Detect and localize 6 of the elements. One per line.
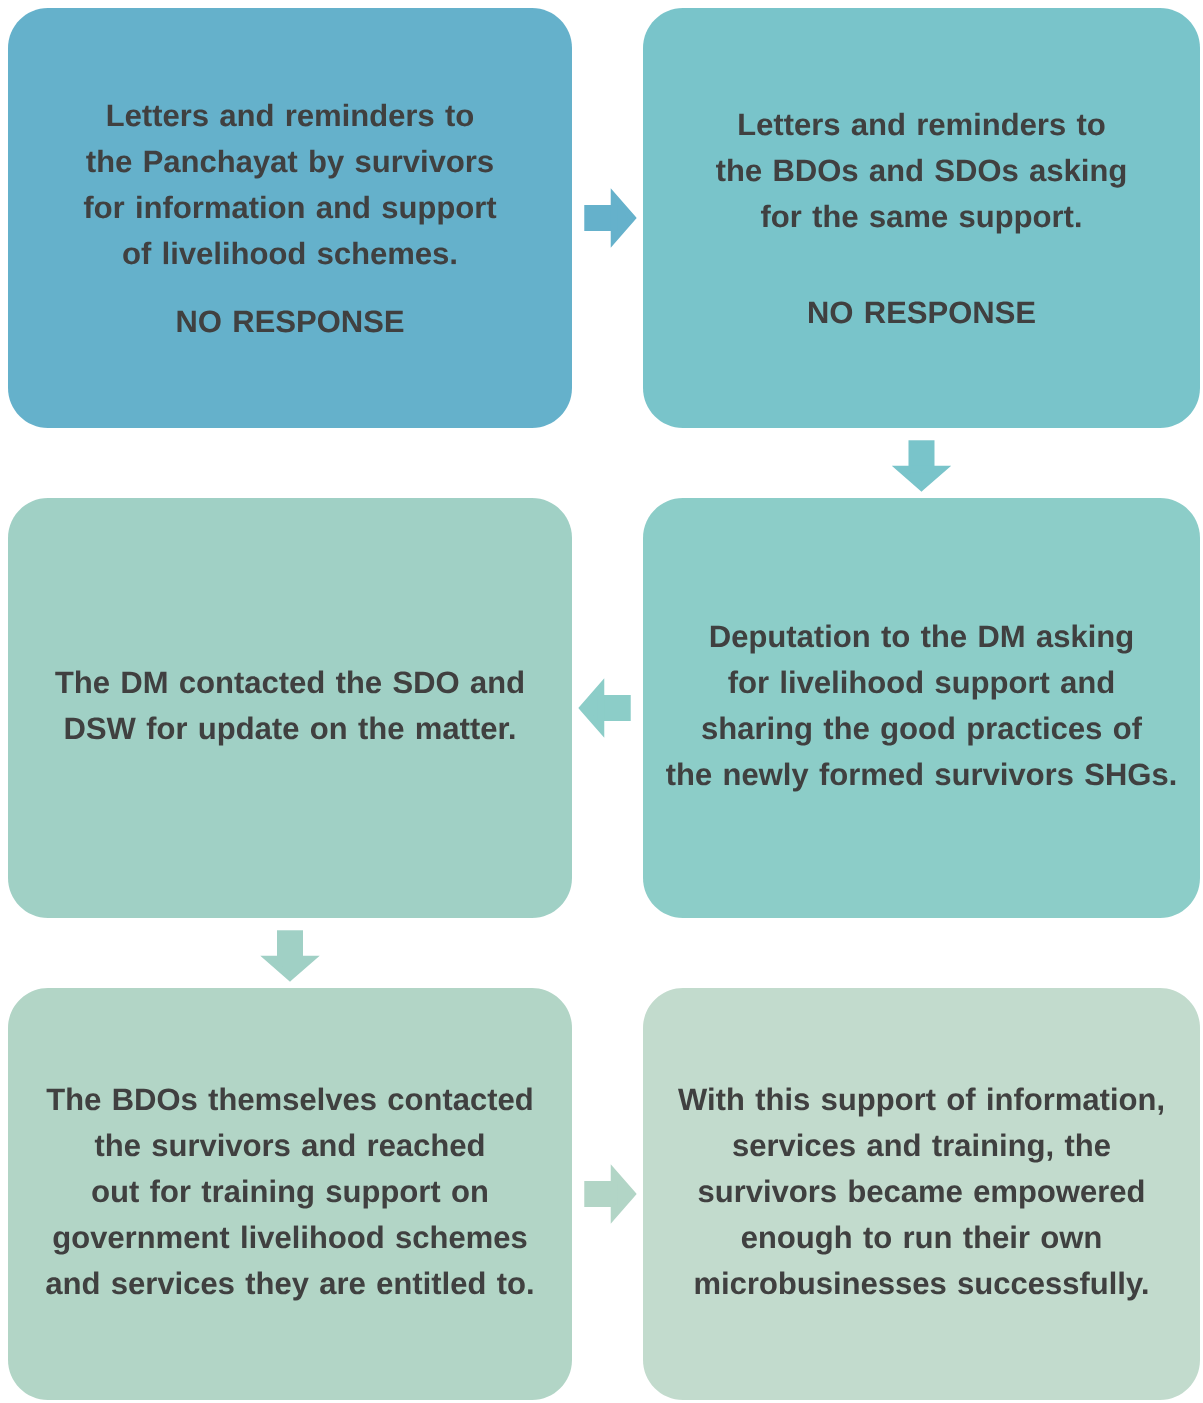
process-box: With this support of information, services and training, the survivors became empowered enough to run their own microbusinesses successfully. — [643, 988, 1200, 1400]
process-box: Letters and reminders to the BDOs and SDOs asking for the same support. NO RESPONSE — [643, 8, 1200, 428]
process-box: Letters and reminders to the Panchayat by survivors for information and support of livelihood schemes. NO RESPONSE — [8, 8, 572, 428]
process-box: Deputation to the DM asking for livelihood support and sharing the good practices of the newly formed survivors SHGs. — [643, 498, 1200, 918]
process-box: The BDOs themselves contacted the survivors and reached out for training support on government livelihood schemes and services they are entitled to. — [8, 988, 572, 1400]
process-box: The DM contacted the SDO and DSW for update on the matter. — [8, 498, 572, 918]
